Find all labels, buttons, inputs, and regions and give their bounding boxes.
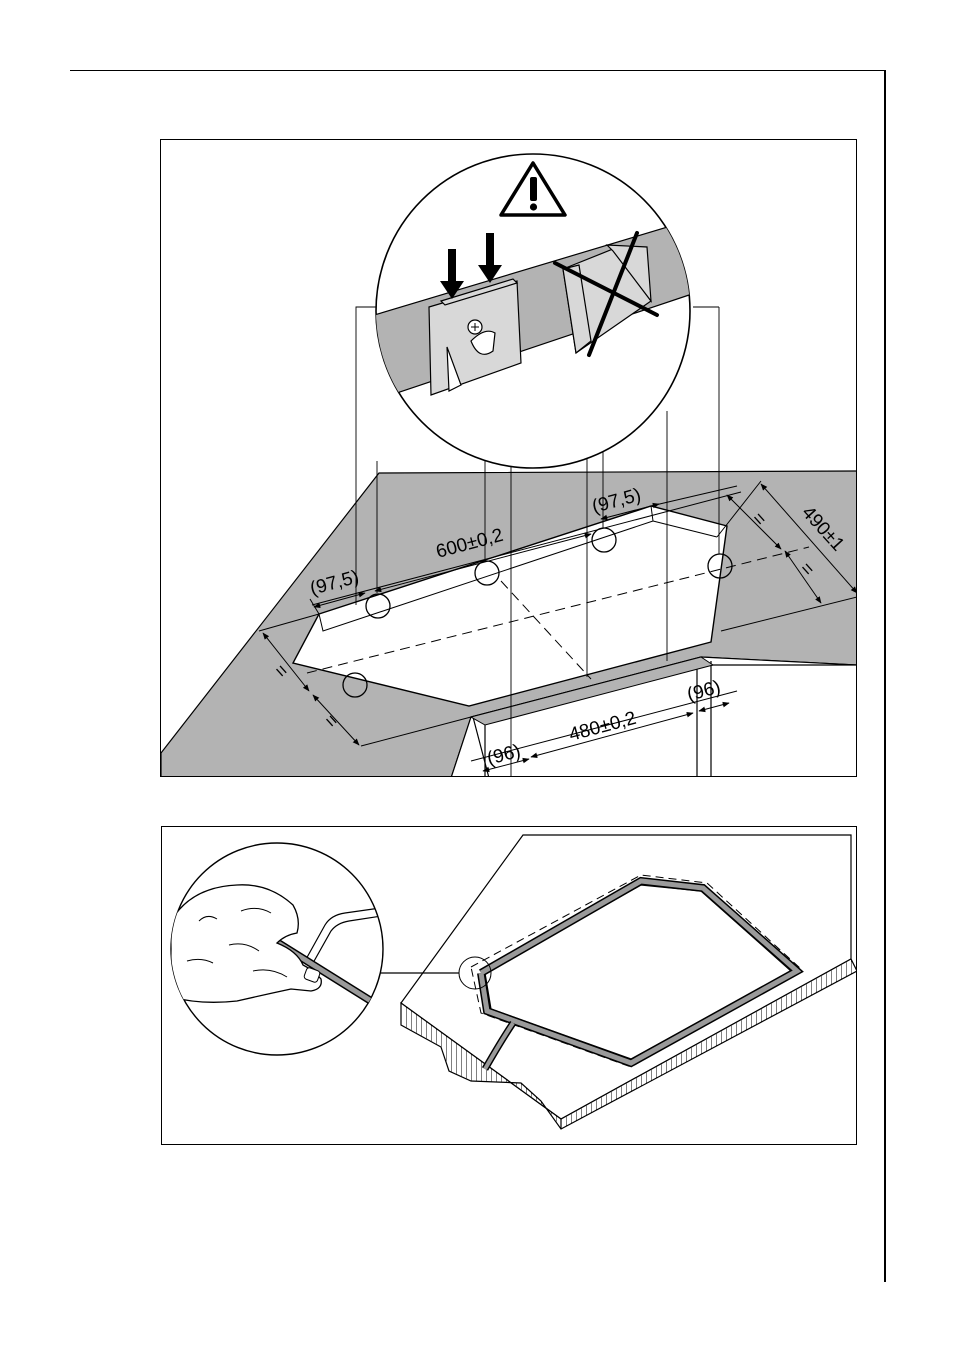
seal-application-figure: [161, 826, 857, 1145]
bracket-detail-magnifier: [361, 154, 701, 468]
cutout-dimensions-figure: (97,5) 600±0,2 (97,5) 490±1 = = = = (96)…: [160, 139, 857, 777]
hand-detail-magnifier: [171, 843, 401, 1055]
margin-rule: [884, 70, 886, 1282]
seal-application-drawing: [162, 827, 857, 1145]
screw-icon: [468, 320, 482, 334]
header-rule: [70, 70, 886, 71]
cutout-dimensions-drawing: (97,5) 600±0,2 (97,5) 490±1 = = = = (96)…: [161, 140, 857, 777]
